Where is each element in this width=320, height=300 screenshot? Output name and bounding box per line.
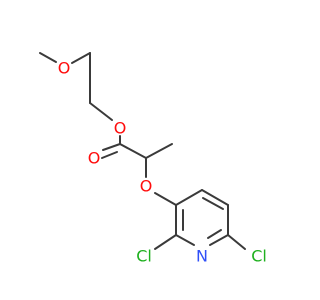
bond-c2-chlorine [154,234,177,250]
bond-ring-c4-c5-inner [202,197,224,210]
bond-carbonyl-alpha-carbon [119,143,147,159]
atom-labels: O O O O Cl N Cl [58,59,267,266]
bond-carbonyl-double-b [101,151,118,159]
oxygen-atom-ether: O [140,177,153,196]
bond-c6-chlorine [227,234,246,250]
chlorine-atom-right: Cl [251,247,267,266]
bond-ether-oxygen-ring [154,192,177,206]
bond-ring-nitrogen-c2 [175,234,195,246]
bond-ring-c6-nitrogen [209,234,229,246]
bond-ring-c6-nitrogen-inner [207,229,222,239]
molecule-structure-diagram: O O O O Cl N Cl [39,52,267,266]
oxygen-atom-methoxy: O [58,59,71,78]
bond-alpha-methyl [145,143,173,159]
bond-methoxy-ch2 [71,52,91,64]
bonds [39,52,246,250]
oxygen-atom-ester: O [114,119,127,138]
bond-carbonyl-double-a [102,143,121,151]
bond-ring-c3-c4 [175,189,203,206]
oxygen-atom-carbonyl: O [88,149,101,168]
nitrogen-atom-ring: N [196,247,208,266]
bond-ring-c4-c5 [201,189,229,206]
bond-methyl-methoxy [39,52,57,63]
bond-ch2-ester-oxygen [89,102,113,121]
chlorine-atom-left: Cl [136,247,152,266]
